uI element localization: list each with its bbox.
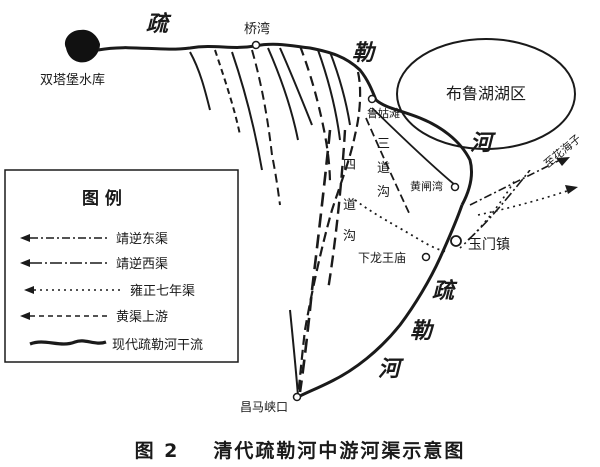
huangzhawan-marker xyxy=(450,182,460,192)
legend-item-label: 靖逆西渠 xyxy=(116,256,168,272)
sandaogou-vertical-label: 三 道 沟 xyxy=(377,137,390,200)
legend: 图 例 靖逆东渠 靖逆西渠 雍正七年渠 黄渠上游 现代疏勒河干流 xyxy=(4,169,239,363)
branch-channel xyxy=(298,45,332,186)
luguta-label: 鲁姑滩 xyxy=(367,106,400,120)
legend-item-label: 靖逆东渠 xyxy=(116,231,168,247)
legend-arrow-icon xyxy=(20,312,30,320)
huahaizi-canal xyxy=(467,169,531,241)
legend-title: 图 例 xyxy=(82,188,122,209)
legend-item-label: 雍正七年渠 xyxy=(130,283,195,299)
legend-item-label: 黄渠上游 xyxy=(116,310,168,325)
legend-arrow-icon xyxy=(24,286,34,294)
reservoir-label: 双塔堡水库 xyxy=(40,72,105,88)
huangzhawan-label: 黄闸湾 xyxy=(410,179,443,193)
river-label-le-lower: 勒 xyxy=(410,318,435,344)
changmaxiakou-label: 昌马峡口 xyxy=(240,400,288,414)
arrowhead-icon xyxy=(556,157,570,166)
branch-channel xyxy=(329,51,351,126)
bulunhu-lake xyxy=(396,38,576,150)
sandaogou-char: 三 xyxy=(377,137,390,152)
legend-swatch-thick-solid xyxy=(29,339,107,346)
yumenzhen-label: 玉门镇 xyxy=(468,237,510,253)
reservoir-shape xyxy=(64,29,100,63)
branch-channel xyxy=(267,47,299,141)
arrowhead-icon xyxy=(565,185,578,194)
long-channel xyxy=(289,309,299,397)
sandaogou-char: 道 xyxy=(377,161,390,176)
sidaogou-char: 道 xyxy=(343,198,356,213)
sidaogou-vertical-label: 四 道 沟 xyxy=(343,158,356,244)
branch-channel xyxy=(251,49,281,206)
legend-item-label: 现代疏勒河干流 xyxy=(112,338,203,353)
river-label-he-lower: 河 xyxy=(378,356,404,382)
luguta-marker xyxy=(367,94,377,104)
long-channel xyxy=(298,129,332,393)
legend-box xyxy=(4,169,239,363)
main-river-lower xyxy=(299,204,464,398)
sidaogou-char: 沟 xyxy=(343,229,356,244)
east-channel xyxy=(365,117,411,216)
branch-channel xyxy=(214,49,241,136)
branch-channel xyxy=(279,47,313,126)
legend-arrow-icon xyxy=(20,234,30,242)
river-label-he-upper: 河 xyxy=(470,130,496,156)
sandaogou-char: 沟 xyxy=(377,185,390,200)
huahaizi-canal xyxy=(469,159,561,206)
river-label-le-upper: 勒 xyxy=(352,40,377,66)
main-river-bank xyxy=(296,71,362,397)
long-channel xyxy=(326,129,347,291)
qiaowan-marker xyxy=(251,40,261,50)
xialongwangmiao-label: 下龙王庙 xyxy=(358,251,406,265)
branch-channel xyxy=(231,51,263,171)
legend-arrow-icon xyxy=(20,259,30,267)
huahaizi-canal xyxy=(477,189,571,216)
river-label-shu-lower: 疏 xyxy=(432,278,458,304)
huahaizi-canal xyxy=(459,179,516,249)
branch-channel xyxy=(317,49,341,141)
caption-title: 清代疏勒河中游河渠示意图 xyxy=(213,440,466,462)
sidaogou-char: 四 xyxy=(343,158,356,173)
qiaowan-label: 桥湾 xyxy=(244,21,270,37)
bulunhu-label: 布鲁湖湖区 xyxy=(446,84,526,103)
changmaxiakou-marker xyxy=(292,392,302,402)
branch-channel xyxy=(189,51,211,111)
figure-caption: 图 2 清代疏勒河中游河渠示意图 xyxy=(0,436,600,463)
map-canvas: 双塔堡水库 桥湾 布鲁湖湖区 鲁姑滩 黄闸湾 玉门镇 下龙王庙 昌马峡口 三 道… xyxy=(4,11,584,414)
yumenzhen-marker xyxy=(450,235,462,247)
caption-number: 图 2 xyxy=(134,440,180,462)
yongzheng-canal xyxy=(354,199,449,253)
river-label-shu-upper: 疏 xyxy=(146,11,172,37)
xialongwangmiao-marker xyxy=(421,252,431,262)
main-river-upper xyxy=(97,42,474,206)
east-channel xyxy=(371,107,456,186)
